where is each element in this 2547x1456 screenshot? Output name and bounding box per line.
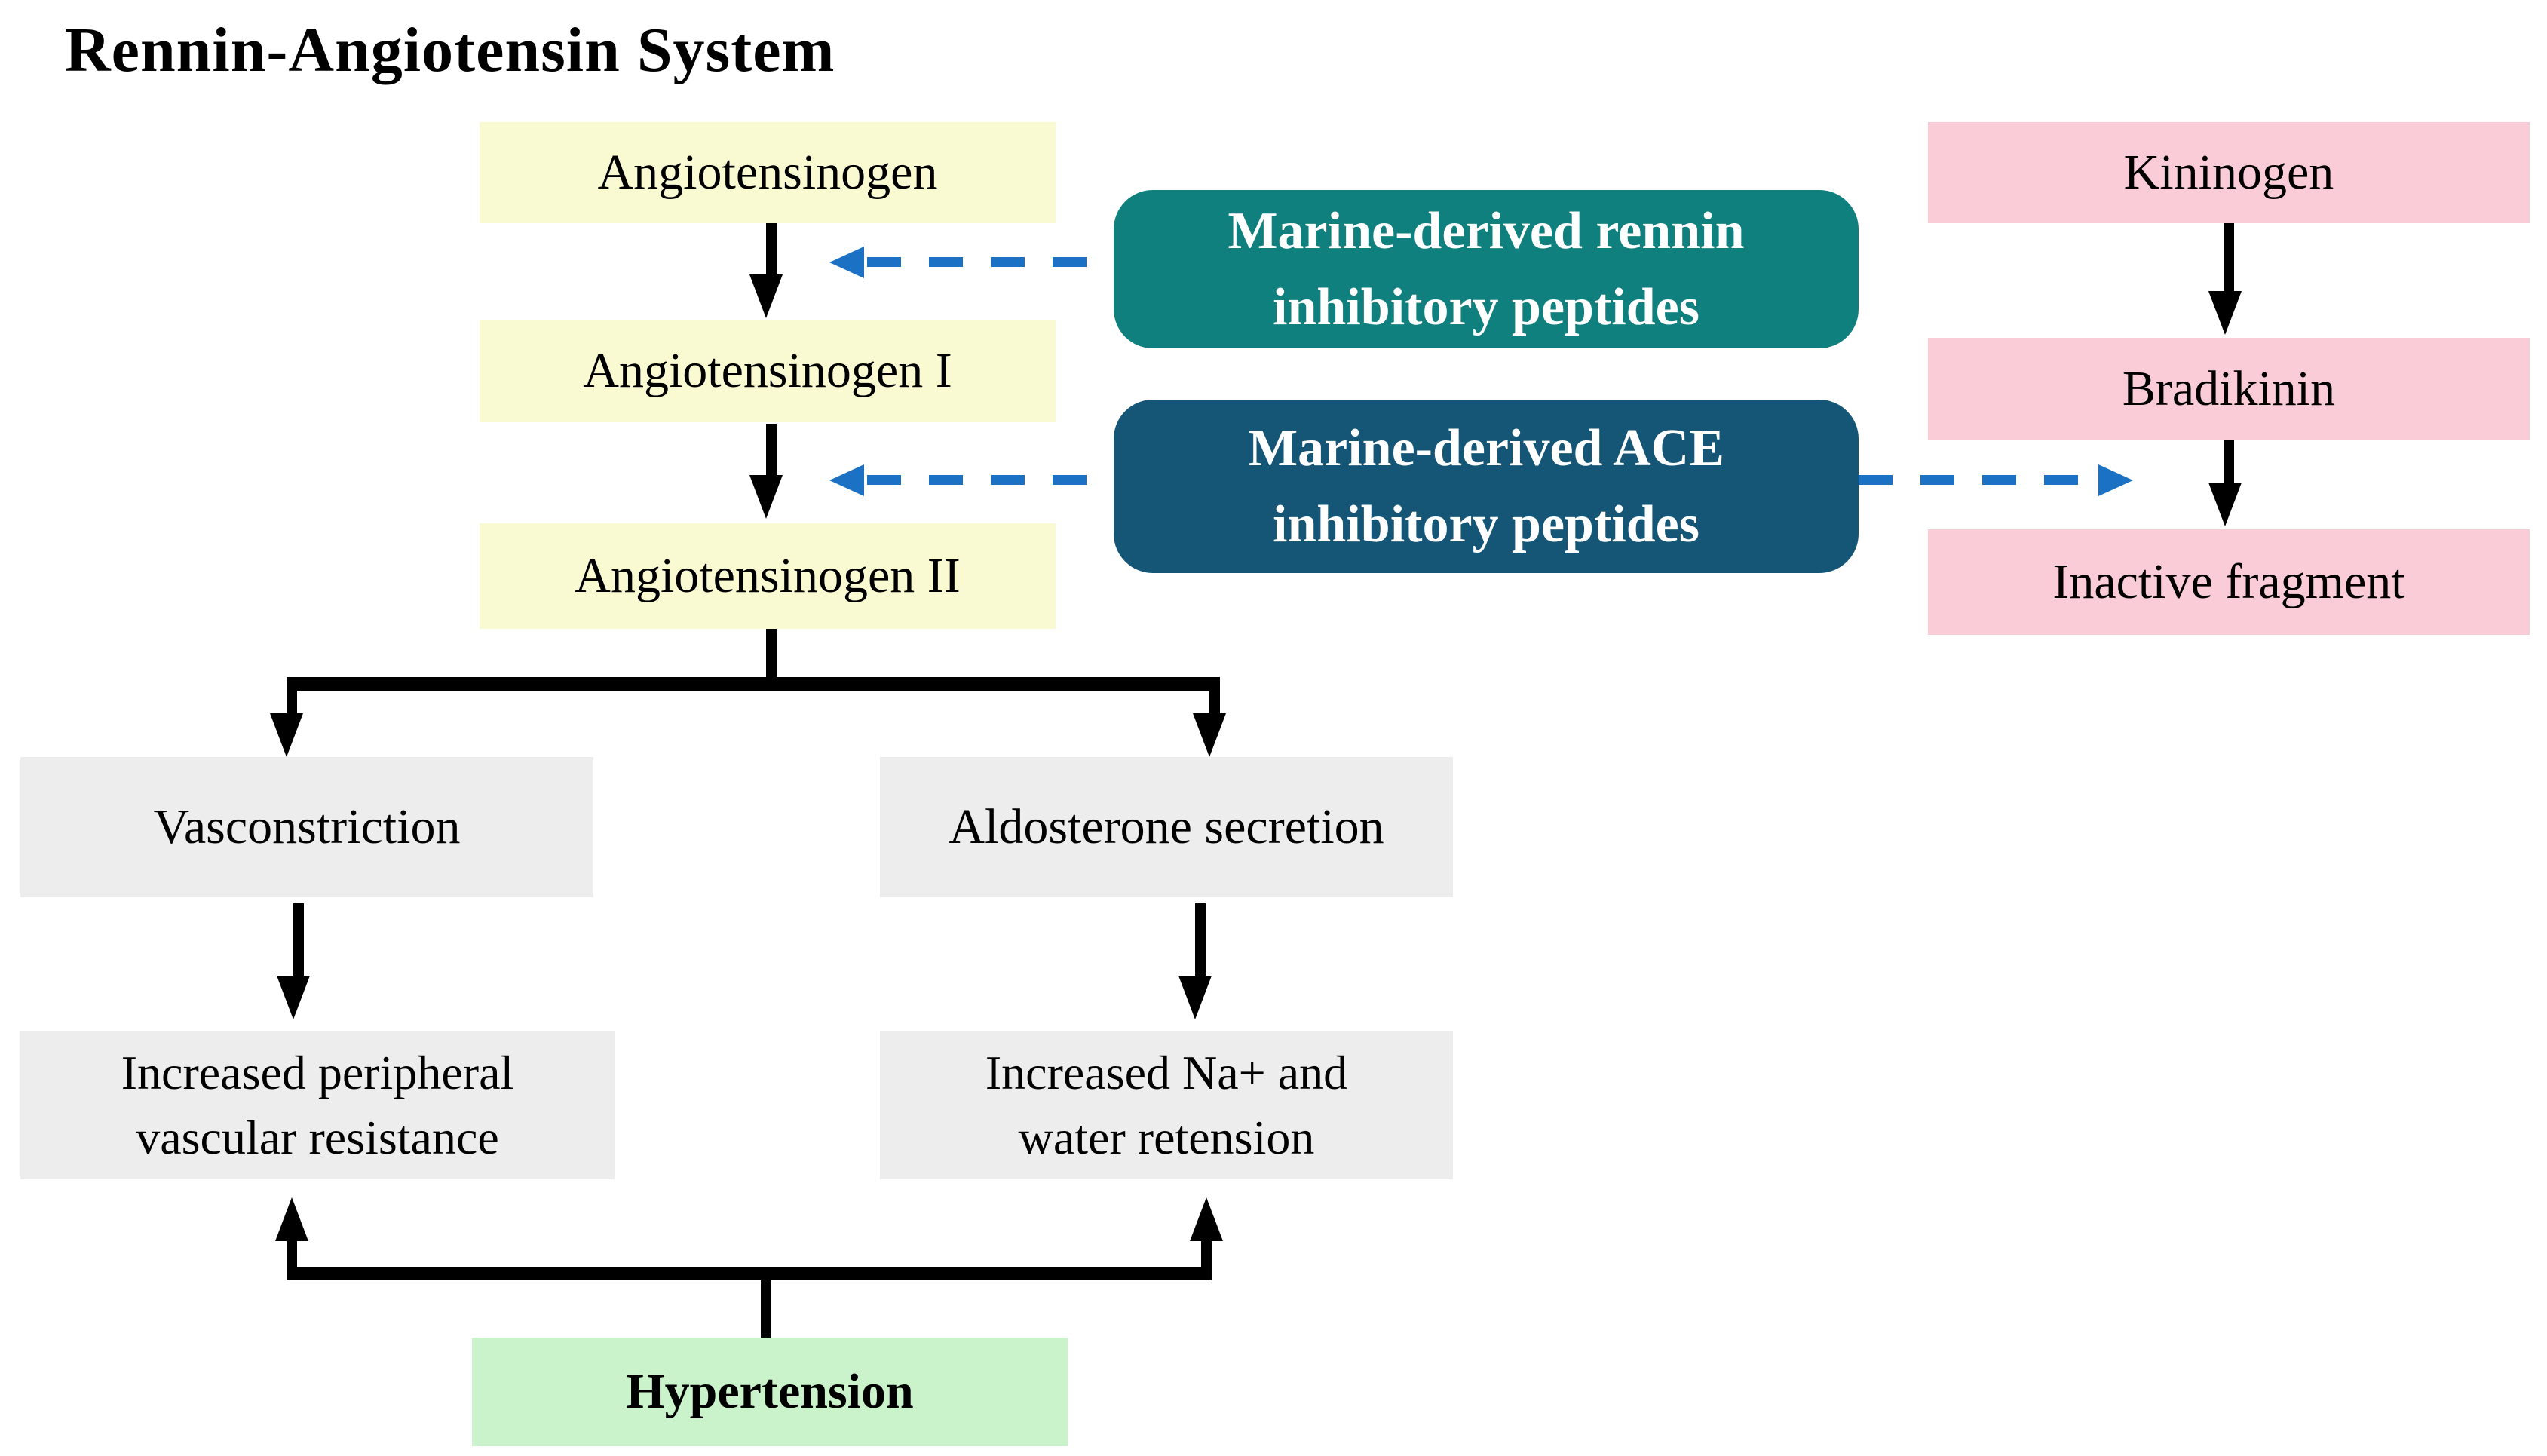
arrow-aldosterone-down-head-icon [1178, 976, 1212, 1019]
dash-ace-inhibition-right-line [1859, 475, 2098, 485]
arrow-up-left-head-icon [275, 1197, 308, 1241]
dash-ace-inhibition-left-line [867, 475, 1114, 485]
box-angiotensinogen: Angiotensinogen [480, 122, 1056, 223]
arrow-angiotensinogen-to-1-shaft [766, 223, 777, 279]
box-sodium-water-retention-line1: Increased Na+ and [985, 1045, 1348, 1099]
pill-renin-inhibitory-peptides: Marine-derived rennin inhibitory peptide… [1114, 190, 1859, 348]
box-bradikinin-label: Bradikinin [2122, 361, 2336, 417]
split-left-drop-shaft [287, 677, 297, 718]
box-vasoconstriction-label: Vasconstriction [153, 799, 461, 855]
pill-ace-line1: Marine-derived ACE [1248, 418, 1724, 477]
split-stem-line [766, 629, 777, 683]
split-right-drop-shaft [1209, 677, 1220, 718]
pill-renin-line1: Marine-derived rennin [1228, 201, 1745, 260]
box-bradikinin: Bradikinin [1928, 338, 2530, 440]
box-aldosterone-secretion-label: Aldosterone secretion [949, 799, 1384, 855]
box-sodium-water-retention: Increased Na+ and water retension [880, 1031, 1453, 1179]
box-inactive-fragment: Inactive fragment [1928, 529, 2530, 635]
split-horizontal-line [287, 677, 1220, 691]
dash-renin-inhibition-line [867, 257, 1114, 267]
arrow-kininogen-to-bradikinin-head-icon [2208, 291, 2242, 335]
box-angiotensinogen-1: Angiotensinogen I [480, 320, 1056, 422]
arrow-1-to-2-head-icon [749, 475, 783, 519]
arrow-1-to-2-shaft [766, 424, 777, 480]
box-angiotensinogen-2: Angiotensinogen II [480, 523, 1056, 629]
box-kininogen-label: Kininogen [2123, 145, 2334, 201]
split-right-arrow-head-icon [1193, 713, 1226, 757]
pill-ace-line2: inhibitory peptides [1273, 495, 1700, 553]
box-angiotensinogen-label: Angiotensinogen [597, 145, 938, 201]
arrow-kininogen-to-bradikinin-shaft [2224, 223, 2234, 294]
box-aldosterone-secretion: Aldosterone secretion [880, 757, 1453, 897]
arrow-bradikinin-to-inactive-shaft [2224, 440, 2234, 484]
dash-ace-inhibition-right-head-icon [2098, 464, 2133, 496]
box-hypertension: Hypertension [472, 1338, 1068, 1446]
arrow-angiotensinogen-to-1-head-icon [749, 274, 783, 318]
box-vasoconstriction: Vasconstriction [20, 757, 593, 897]
box-peripheral-resistance-line2: vascular resistance [136, 1111, 499, 1164]
merge-stem-line [761, 1279, 771, 1339]
arrow-up-right-head-icon [1190, 1197, 1223, 1241]
box-sodium-water-retention-line2: water retension [1018, 1111, 1315, 1164]
arrow-vasoconstriction-down-head-icon [277, 976, 310, 1019]
box-angiotensinogen-1-label: Angiotensinogen I [583, 343, 952, 399]
arrow-aldosterone-down-shaft [1195, 903, 1206, 979]
box-peripheral-resistance: Increased peripheral vascular resistance [20, 1031, 615, 1179]
diagram-title: Rennin-Angiotensin System [65, 15, 835, 85]
pill-ace-inhibitory-peptides: Marine-derived ACE inhibitory peptides [1114, 400, 1859, 573]
pill-renin-line2: inhibitory peptides [1273, 278, 1700, 336]
arrow-vasoconstriction-down-shaft [293, 903, 304, 979]
box-inactive-fragment-label: Inactive fragment [2052, 554, 2405, 610]
box-hypertension-label: Hypertension [626, 1364, 914, 1420]
split-left-arrow-head-icon [270, 713, 303, 757]
box-angiotensinogen-2-label: Angiotensinogen II [575, 548, 961, 604]
dash-renin-inhibition-head-icon [829, 247, 864, 278]
box-kininogen: Kininogen [1928, 122, 2530, 223]
dash-ace-inhibition-left-head-icon [829, 464, 864, 496]
box-peripheral-resistance-line1: Increased peripheral [121, 1045, 514, 1099]
arrow-bradikinin-to-inactive-head-icon [2208, 483, 2242, 526]
merge-horizontal-line [292, 1267, 1212, 1280]
